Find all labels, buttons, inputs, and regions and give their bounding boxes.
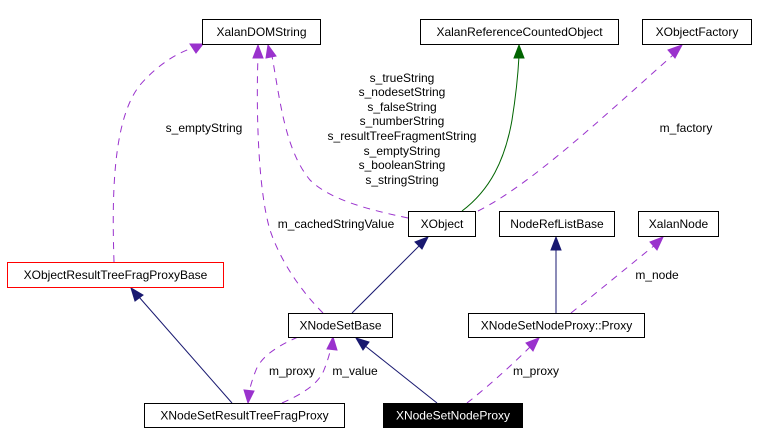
arrowhead-icon	[252, 43, 264, 59]
edge-label-s-string-string: s_stringString	[365, 173, 438, 187]
edge-m-node	[570, 236, 664, 314]
arrowhead-icon	[265, 43, 277, 59]
arrowhead-icon	[550, 235, 562, 251]
edge-m-cached-string-value	[252, 43, 324, 314]
edge-node-proxy-inherits-xnode-set-base	[354, 337, 438, 404]
node-label: XNodeSetNodeProxy	[396, 409, 510, 423]
edge-label-s-number-string: s_numberString	[360, 114, 445, 128]
arrowhead-icon	[525, 337, 540, 352]
edge-label-xobject-strings: s_trueString s_nodesetString s_falseStri…	[328, 71, 477, 187]
arrowhead-icon	[354, 337, 370, 351]
edge-label-m-proxy-right: m_proxy	[513, 364, 559, 378]
arrowhead-icon	[326, 335, 338, 351]
node-xnode-set-result-tree-frag-proxy[interactable]: XNodeSetResultTreeFragProxy	[144, 403, 345, 428]
edge-label-s-boolean-string: s_booleanString	[359, 158, 446, 172]
node-label: XObject	[421, 217, 464, 231]
edge-xnode-set-base-inherits-xobject	[351, 236, 430, 314]
node-xnode-set-base[interactable]: XNodeSetBase	[288, 313, 393, 338]
arrowhead-icon	[649, 236, 664, 251]
edge-label-s-result-tree-fragment-string: s_resultTreeFragmentString	[328, 129, 477, 143]
node-label: XalanNode	[649, 217, 709, 231]
arrowhead-icon	[130, 286, 144, 302]
node-xobject-factory[interactable]: XObjectFactory	[642, 19, 752, 45]
edge-xobject-inherits-ref-counted	[461, 43, 525, 212]
node-label: XalanReferenceCountedObject	[436, 25, 603, 39]
node-label: XalanDOMString	[216, 25, 306, 39]
edge-proxy-inherits-node-ref-list-base	[550, 235, 562, 313]
edge-label-s-empty-string: s_emptyString	[166, 121, 243, 135]
node-xobject[interactable]: XObject	[408, 211, 476, 237]
node-node-ref-list-base[interactable]: NodeRefListBase	[499, 211, 615, 237]
edge-xobject-strings	[265, 43, 409, 219]
edge-label-m-node: m_node	[635, 268, 679, 282]
node-label: XObjectFactory	[656, 25, 739, 39]
arrowhead-icon	[667, 44, 684, 59]
node-xnode-set-node-proxy: XNodeSetNodeProxy	[383, 403, 523, 428]
node-xobject-result-tree-frag-proxy-base[interactable]: XObjectResultTreeFragProxyBase	[7, 262, 224, 288]
edge-label-m-value: m_value	[332, 364, 378, 378]
edge-label-m-factory: m_factory	[660, 121, 713, 135]
edge-m-value	[281, 335, 338, 404]
edge-s-empty-string-left	[112, 43, 205, 263]
edge-m-proxy-right	[466, 337, 540, 404]
edge-m-factory	[477, 44, 684, 212]
edge-label-s-empty-string-2: s_emptyString	[364, 144, 441, 158]
edge-label-s-true-string: s_trueString	[370, 71, 435, 85]
node-label: XNodeSetResultTreeFragProxy	[160, 409, 328, 423]
node-xalan-node[interactable]: XalanNode	[638, 211, 719, 237]
arrowhead-icon	[414, 236, 430, 250]
edge-label-s-nodeset-string: s_nodesetString	[359, 85, 446, 99]
node-xnode-set-node-proxy-proxy[interactable]: XNodeSetNodeProxy::Proxy	[468, 313, 645, 338]
node-label: XObjectResultTreeFragProxyBase	[24, 268, 208, 282]
edge-result-tree-frag-proxy-inherits-base	[130, 286, 233, 404]
edge-m-proxy-left	[243, 336, 299, 405]
edge-label-m-proxy-left: m_proxy	[269, 364, 315, 378]
node-label: XNodeSetBase	[299, 319, 381, 333]
edge-label-s-false-string: s_falseString	[367, 100, 436, 114]
arrowhead-icon	[243, 389, 255, 405]
node-label: XNodeSetNodeProxy::Proxy	[481, 319, 632, 333]
arrowhead-icon	[513, 43, 525, 59]
node-xalan-dom-string[interactable]: XalanDOMString	[202, 19, 321, 45]
arrowhead-icon	[189, 43, 205, 54]
node-xalan-reference-counted-object[interactable]: XalanReferenceCountedObject	[420, 19, 619, 45]
edge-label-m-cached-string-value: m_cachedStringValue	[278, 217, 395, 231]
node-label: NodeRefListBase	[510, 217, 604, 231]
